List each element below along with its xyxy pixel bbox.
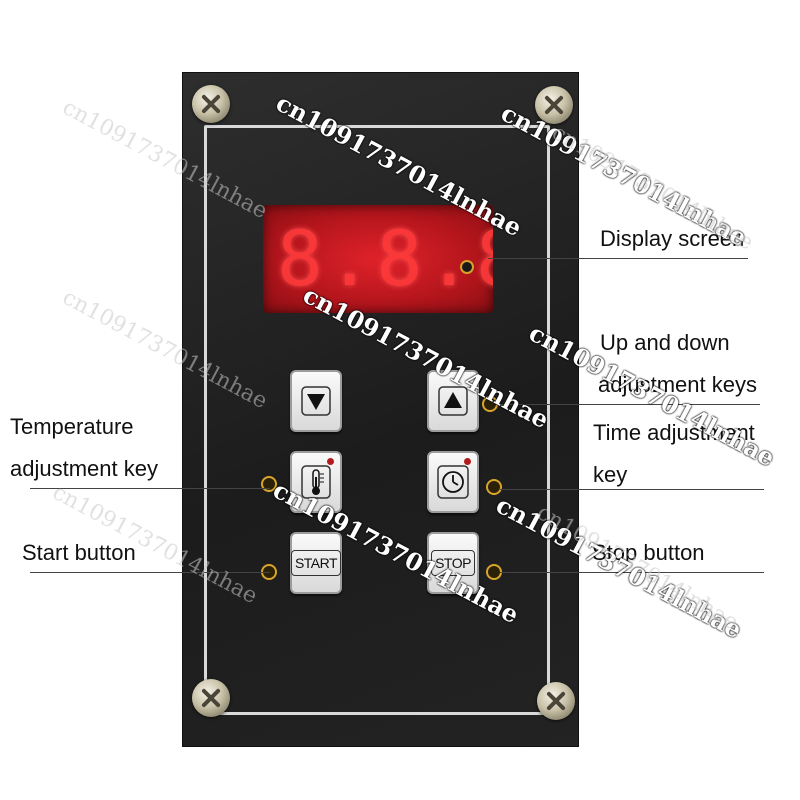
up-down-label-line2: adjustment keys — [598, 372, 757, 397]
time-callout-line — [500, 489, 764, 490]
time-label-line2: key — [593, 462, 628, 487]
up-down-callout-line — [496, 404, 760, 405]
time-indicator-led — [488, 481, 500, 493]
temperature-key-led — [327, 458, 334, 465]
up-key[interactable] — [427, 370, 479, 432]
temperature-key[interactable] — [290, 451, 342, 513]
temperature-label-line2: adjustment key — [10, 456, 158, 481]
stop-button-label-callout: Stop button — [592, 540, 705, 565]
stop-button-label: STOP — [431, 550, 475, 576]
down-key[interactable] — [290, 370, 342, 432]
triangle-up-icon — [438, 386, 468, 416]
stop-callout-line — [500, 572, 764, 573]
triangle-down-icon — [301, 386, 331, 416]
stop-button[interactable]: STOP — [427, 532, 479, 594]
temperature-callout-line — [30, 488, 270, 489]
start-button[interactable]: START — [290, 532, 342, 594]
time-key-led — [464, 458, 471, 465]
up-down-indicator-led — [484, 398, 496, 410]
screw-icon — [192, 85, 230, 123]
display-screen: 8.8.8.8. — [263, 205, 493, 313]
temperature-label-line1: Temperature — [10, 414, 134, 439]
screw-icon — [537, 682, 575, 720]
control-panel: 8.8.8.8. — [183, 73, 578, 746]
thermometer-icon — [301, 465, 331, 499]
display-callout-line — [488, 258, 748, 259]
up-down-label-line1: Up and down — [600, 330, 730, 355]
stop-indicator-led — [488, 566, 500, 578]
display-indicator-dot — [462, 262, 472, 272]
time-key[interactable] — [427, 451, 479, 513]
time-label-line1: Time adjustment — [593, 420, 755, 445]
start-button-label: START — [290, 550, 342, 576]
start-button-label-callout: Start button — [22, 540, 136, 565]
clock-icon — [437, 465, 469, 499]
temperature-indicator-led — [263, 478, 275, 490]
display-screen-label: Display screen — [600, 226, 745, 251]
display-readout: 8.8.8.8. — [277, 214, 493, 303]
start-callout-line — [30, 572, 270, 573]
panel-inner-border — [204, 125, 550, 715]
screw-icon — [192, 679, 230, 717]
screw-icon — [535, 86, 573, 124]
